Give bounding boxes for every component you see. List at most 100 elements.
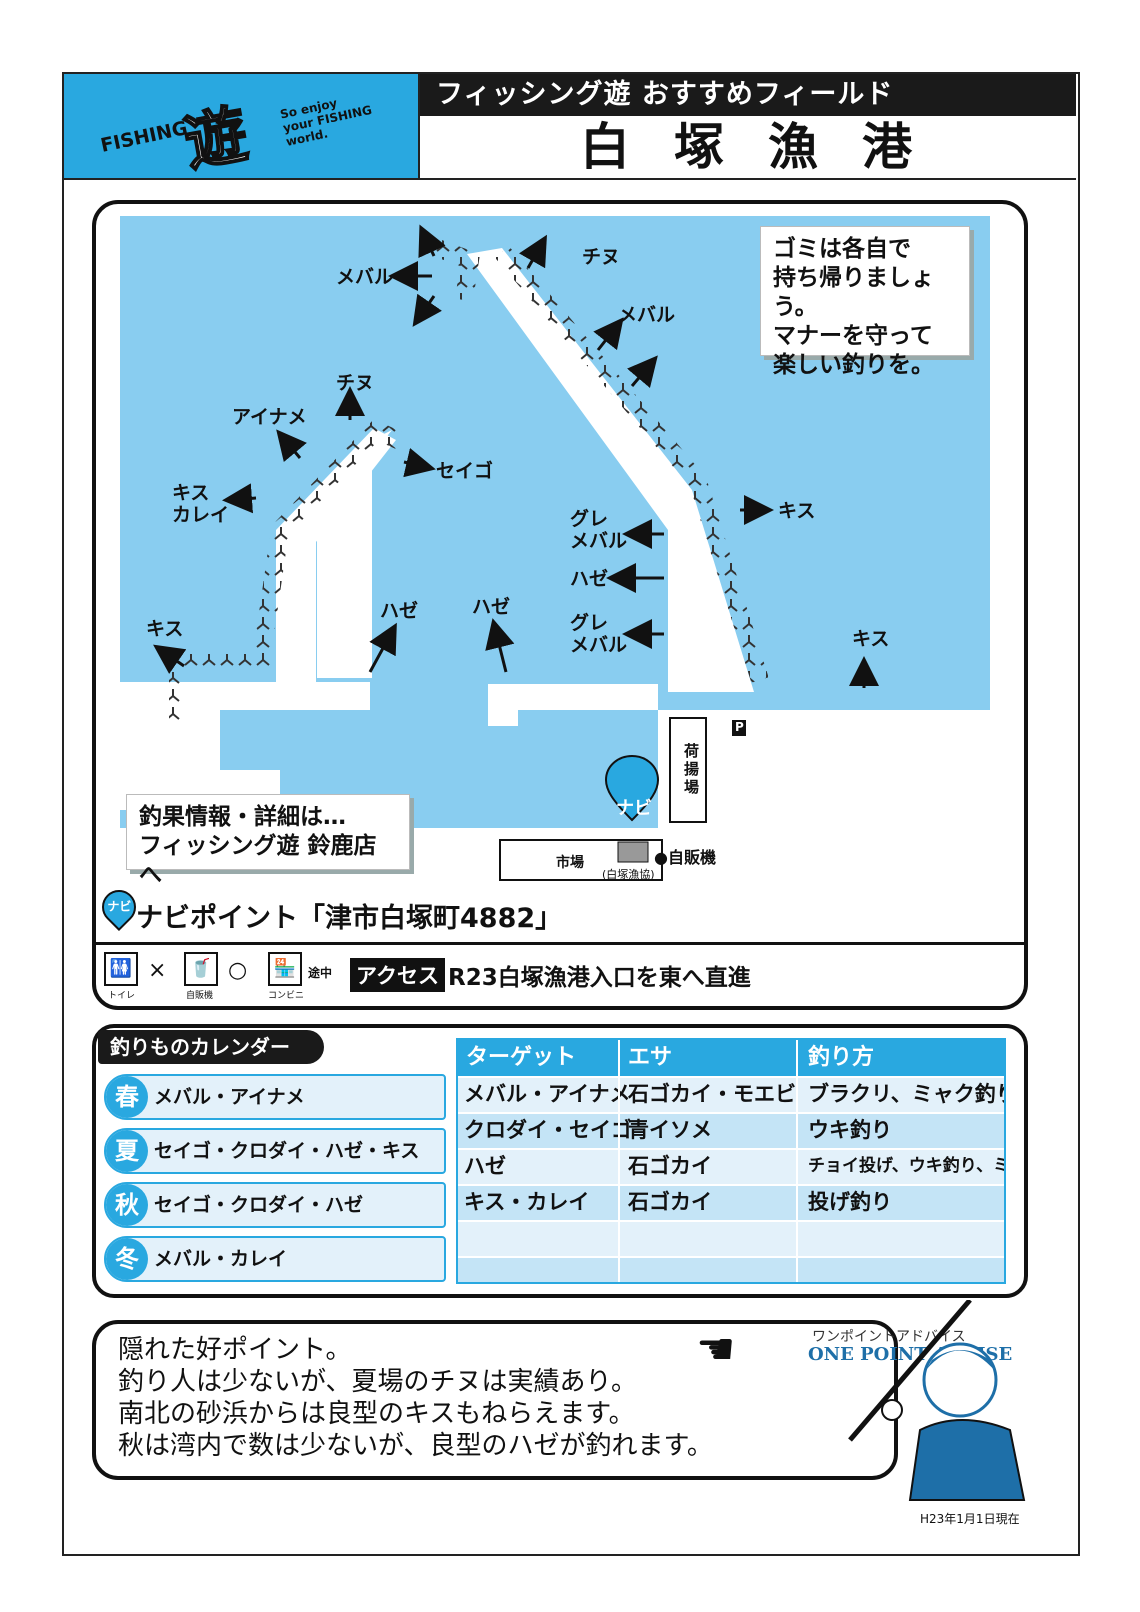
calendar-title: 釣りものカレンダー [98,1030,324,1064]
navi-divider [92,942,1028,945]
season-badge: 春 [106,1076,148,1118]
cell-method: ブラクリ、ミャク釣り [808,1082,1006,1106]
tackle-table: ターゲット エサ 釣り方 メバル・アイナメ 石ゴカイ・モエビ ブラクリ、ミャク釣… [456,1038,1006,1284]
arrow-seigo [403,447,436,478]
date-note: H23年1月1日現在 [920,1512,1020,1526]
table-header: ターゲット エサ 釣り方 [458,1040,1004,1076]
cell-bait: 石ゴカイ [628,1190,712,1214]
toilet-caption: トイレ [108,991,136,1001]
cell-bait: 青イソメ [628,1118,712,1142]
vending-machine-icon: 🥤 [184,952,218,986]
column-separator [618,1040,620,1282]
series-title: フィッシング遊 おすすめフィールド [420,74,1076,116]
vending-mark: ○ [228,958,248,983]
season-badge: 秋 [106,1184,148,1226]
brand-logo: FISHING 遊 So enjoy your FISHING world. [64,74,420,181]
table-row: キス・カレイ 石ゴカイ 投げ釣り [458,1184,1004,1220]
table-row: クロダイ・セイゴ 青イソメ ウキ釣り [458,1112,1004,1148]
cell-bait: 石ゴカイ・モエビ [628,1082,796,1106]
season-row-spring: 春 メバル・アイナメ [104,1074,446,1120]
cell-target: クロダイ・セイゴ [464,1118,632,1142]
arrow-ne2 [627,355,658,389]
table-row: ハゼ 石ゴカイ チョイ投げ、ウキ釣り、ミャク釣り [458,1148,1004,1184]
season-fish: セイゴ・クロダイ・ハゼ・キス [154,1140,420,1162]
season-row-summer: 夏 セイゴ・クロダイ・ハゼ・キス [104,1128,446,1174]
advice-panel [92,1320,898,1480]
parking-label: P [735,720,744,734]
fish-label-gure-mebaru-1: グレ メバル [570,508,628,552]
shop-info-box: 釣果情報・詳細は… フィッシング遊 鈴鹿店へ [126,794,410,888]
land-inner-right [488,684,658,710]
fish-label-kisu-karei: キス カレイ [172,482,230,526]
navi-pin-label: ナビ [616,798,652,819]
cell-target: ハゼ [464,1154,506,1178]
navi-pin-shape [604,754,660,822]
land-dock [658,710,990,830]
land-left-lower [120,682,370,710]
arrow-kisu-sw [153,644,187,674]
navi-point-address: ナビポイント「津市白塚町4882」 [136,903,563,934]
advice-text: 隠れた好ポイント。 釣り人は少ないが、夏場のチヌは実績あり。 南北の砂浜からは良… [118,1335,713,1461]
header-target: ターゲット [466,1045,577,1070]
arrow-sw1 [412,293,442,327]
convenience-caption: コンビニ [268,991,305,1001]
vending-label: ●自販機 [654,848,716,867]
tetrapod-line-3 [495,246,769,683]
cell-method: 投げ釣り [808,1190,892,1214]
toilet-mark: × [148,958,167,983]
spot-name: 白塚漁港 [580,118,956,176]
cell-target: メバル・アイナメ [464,1082,631,1106]
season-fish: メバル・アイナメ [154,1086,305,1108]
fish-label-seigo: セイゴ [436,460,494,482]
fish-label-kisu-se: キス [852,628,890,650]
season-row-autumn: 秋 セイゴ・クロダイ・ハゼ [104,1182,446,1228]
convenience-store-icon: 🏪 [268,952,302,986]
header-divider [64,178,1076,180]
season-badge: 夏 [106,1130,148,1172]
logo-yu-glyph: 遊 [178,96,254,181]
fish-label-kisu-sw: キス [146,618,184,640]
arrow-kisu-karei [222,483,257,514]
logo-tagline: So enjoy your FISHING world. [278,95,374,149]
arrow-mebaru-ne [593,317,624,351]
arrow-ainame [276,429,307,463]
table-row [458,1256,1004,1282]
fish-label-ainame: アイナメ [232,406,307,428]
season-fish: セイゴ・クロダイ・ハゼ [154,1194,364,1216]
fish-label-haze-1: ハゼ [380,600,419,622]
season-badge: 冬 [106,1238,148,1280]
right-jetty [467,248,754,692]
loading-area-building [669,717,707,823]
left-breakwater [317,430,392,678]
header-bait: エサ [628,1045,673,1070]
coop-label: (白塚漁協) [602,868,655,881]
parking-sign [732,720,746,736]
fish-label-haze-2: ハゼ [472,596,511,618]
left-breakwater-body [276,428,396,682]
season-fish: メバル・カレイ [154,1248,288,1270]
access-label: アクセス [350,958,445,992]
arrow-chinu-n [519,234,547,269]
access-text: R23白塚漁港入口を東へ直進 [448,965,751,991]
arrow-haze-1 [368,622,397,673]
column-separator [796,1040,798,1282]
logo-fishing-text: FISHING [98,117,190,157]
cell-bait: 石ゴカイ [628,1154,712,1178]
pointing-hand-icon: ☚ [696,1324,736,1375]
fish-label-mebaru-ne: メバル [618,304,676,326]
loading-area-label: 荷揚場 [684,742,700,796]
land-inner-right-step [488,710,518,726]
cell-method: チョイ投げ、ウキ釣り、ミャク釣り [808,1156,1006,1176]
table-row [458,1220,1004,1256]
manners-notice: ゴミは各自で 持ち帰りましょう。 マナーを守って 楽しい釣りを。 [760,226,970,378]
one-point-label-jp: ワンポイントアドバイス [812,1329,966,1345]
cell-method: ウキ釣り [808,1118,892,1142]
convenience-mark: 途中 [308,966,333,980]
fish-label-chinu-w: チヌ [336,372,375,394]
fish-label-chinu-n: チヌ [582,246,621,268]
fish-label-haze-inner: ハゼ [570,568,609,590]
toilet-icon: 🚻 [104,952,138,986]
season-row-winter: 冬 メバル・カレイ [104,1236,446,1282]
market-label: 市場 [556,855,584,871]
tetrapod-line-1 [253,419,406,657]
